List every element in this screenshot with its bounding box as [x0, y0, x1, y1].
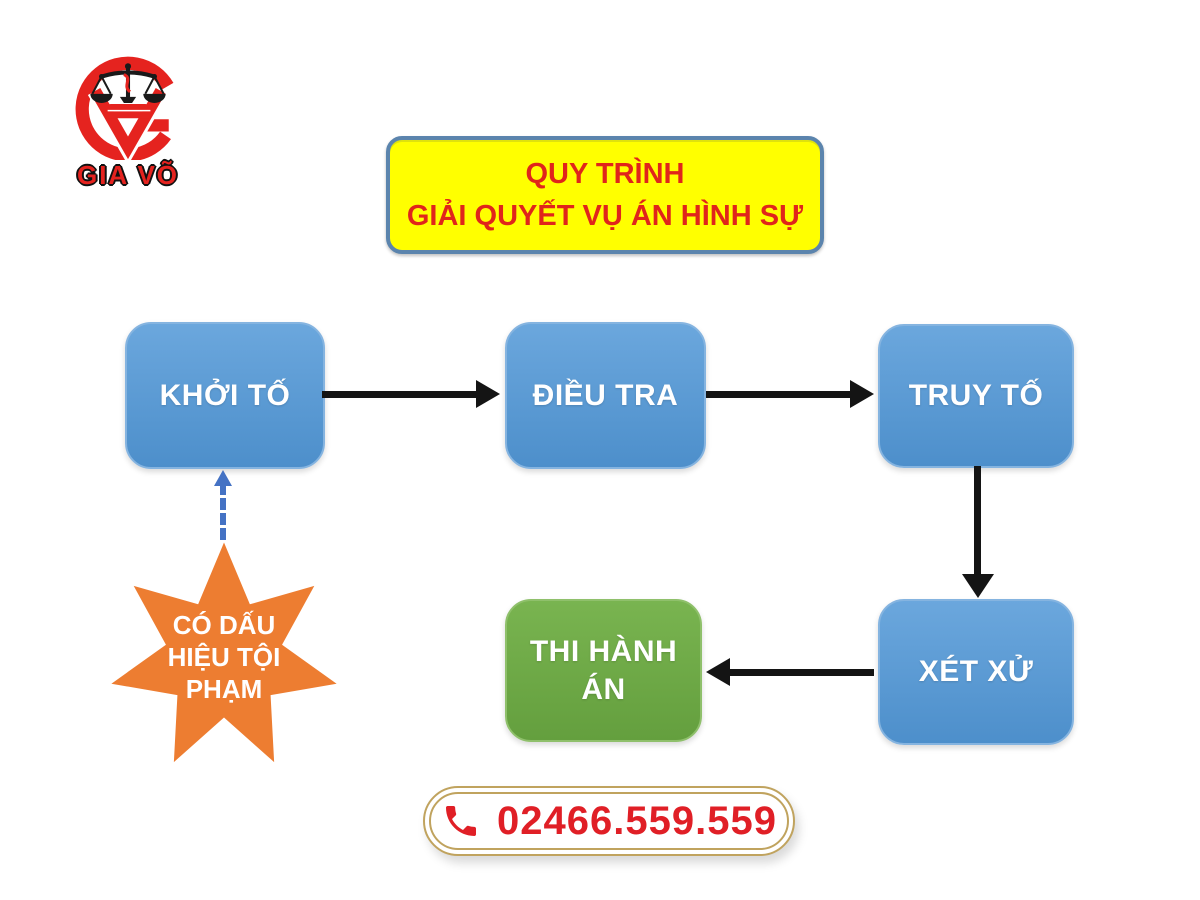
step-label-dieu-tra: ĐIỀU TRA — [532, 378, 679, 412]
phone-handset-icon — [446, 806, 477, 836]
logo-text: GIA VÕ — [76, 160, 180, 190]
arrow-head-down-icon — [962, 574, 994, 598]
dashed-arrow-trigger-to-khoi-to — [213, 470, 233, 540]
arrow-head-right-icon — [476, 380, 500, 408]
arrow-khoi-to-to-dieu-tra — [322, 380, 500, 408]
phone-badge-inner: 02466.559.559 — [429, 792, 789, 850]
arrow-dieu-tra-to-truy-to — [706, 380, 874, 408]
step-box-xet-xu: XÉT XỬ — [878, 599, 1074, 745]
title-line-1: QUY TRÌNH — [525, 157, 685, 190]
arrow-xet-xu-to-thi-hanh-an — [706, 658, 874, 686]
arrow-head-right-icon — [850, 380, 874, 408]
trigger-text: CÓ DẤU HIỆU TỘI PHẠM — [104, 538, 344, 778]
step-box-dieu-tra: ĐIỀU TRA — [505, 322, 706, 469]
trigger-line-2: HIỆU TỘI — [167, 642, 281, 673]
starburst-shape — [111, 542, 337, 763]
arrow-shaft — [322, 391, 478, 398]
step-box-thi-hanh-an: THI HÀNH ÁN — [505, 599, 702, 742]
arrow-head-up-icon — [214, 470, 232, 486]
scales-of-justice-icon — [75, 56, 174, 160]
step-label-xet-xu: XÉT XỬ — [918, 655, 1034, 689]
arrow-shaft — [706, 391, 852, 398]
step-box-truy-to: TRUY TỐ — [878, 324, 1074, 468]
trigger-line-1: CÓ DẤU — [172, 610, 276, 641]
step-box-khoi-to: KHỞI TỐ — [125, 322, 325, 469]
trigger-line-3: PHẠM — [185, 673, 263, 704]
phone-number: 02466.559.559 — [497, 798, 777, 843]
arrow-head-left-icon — [706, 658, 730, 686]
arrow-shaft — [728, 669, 874, 676]
trigger-starburst: CÓ DẤU HIỆU TỘI PHẠM — [104, 538, 344, 778]
step-label-khoi-to: KHỞI TỐ — [159, 378, 291, 412]
title-banner: QUY TRÌNH GIẢI QUYẾT VỤ ÁN HÌNH SỰ — [386, 136, 824, 254]
arrow-shaft — [974, 466, 981, 578]
arrow-truy-to-to-xet-xu — [962, 466, 994, 598]
step-label-truy-to: TRUY TỐ — [908, 379, 1044, 413]
phone-badge[interactable]: 02466.559.559 — [423, 786, 795, 856]
title-line-2: GIẢI QUYẾT VỤ ÁN HÌNH SỰ — [406, 200, 804, 232]
step-label-thi-hanh-an: THI HÀNH ÁN — [529, 635, 678, 706]
dashed-arrow-shaft — [220, 483, 226, 540]
brand-logo: GIA VÕ — [70, 48, 186, 196]
